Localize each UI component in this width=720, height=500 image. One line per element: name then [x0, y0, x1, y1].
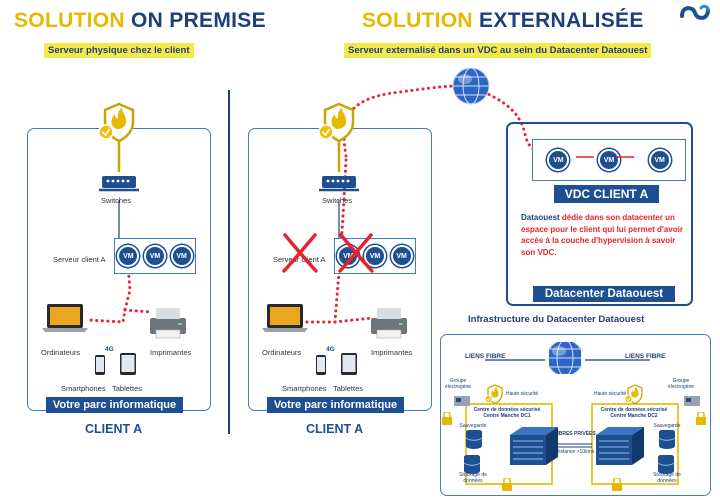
left-tablets-label: Tablettes [112, 384, 143, 393]
datacenter-panel [506, 122, 693, 306]
removed-server-cross-icon [282, 233, 318, 273]
fibre-right-label: LIENS FIBRE [625, 353, 666, 360]
left-parc-bar: Votre parc informatique [46, 397, 183, 413]
left-switches-label: Switches [101, 196, 132, 205]
middle-parc-bar: Votre parc informatique [267, 397, 404, 413]
vm-icon: VM [390, 245, 413, 267]
left-server-vm-box: VM VM VM [114, 238, 196, 274]
sauvegarde-left-label: Sauvegarde [459, 423, 487, 429]
middle-smartphones-label: Smartphones [282, 384, 327, 393]
left-client-label: CLIENT A [85, 422, 143, 436]
dataouest-logo-icon [680, 4, 710, 20]
backup-right-db-icon [658, 430, 676, 450]
vdc-vm-box: VM VM VM [532, 139, 686, 181]
left-server-label: Serveur client A [53, 255, 106, 264]
infrastructure-title: Infrastructure du Datacenter Dataouest [468, 314, 645, 325]
left-tablet-icon [120, 353, 136, 375]
generator-left-icon [454, 396, 470, 406]
left-laptop-icon [42, 304, 88, 332]
left-printers-label: Imprimantes [150, 348, 192, 357]
section-divider [228, 90, 230, 434]
dc2-label: Centre de données sécurisé Centre Manche… [600, 407, 668, 419]
vm-icon: VM [547, 149, 570, 171]
middle-server-vm-box: VM VM VM [334, 238, 416, 274]
vdc-client-bar: VDC CLIENT A [554, 185, 659, 203]
lock-icon [611, 478, 623, 492]
sauvegarde-right-label: Sauvegarde [653, 423, 681, 429]
middle-laptop-icon [262, 304, 308, 332]
middle-switches-label: Switches [322, 196, 353, 205]
middle-printer-icon [370, 307, 408, 339]
middle-server-label: Serveur client A [273, 255, 326, 264]
securite-right-label: Haute sécurité [593, 391, 627, 397]
infrastructure-panel [440, 334, 711, 496]
middle-4g-badge: 4G [326, 346, 335, 353]
left-4g-badge: 4G [105, 346, 114, 353]
middle-tablet-icon [341, 353, 357, 375]
left-security-shield-icon [99, 102, 135, 143]
middle-smartphone-icon [316, 355, 326, 375]
middle-security-shield-icon [319, 102, 355, 143]
securite-left-label: Haute sécurité [505, 391, 539, 397]
generator-right-icon [684, 396, 700, 406]
middle-computers-label: Ordinateurs [262, 348, 302, 357]
left-computers-label: Ordinateurs [41, 348, 81, 357]
dc1-label: Centre de données sécurisé Centre Manche… [473, 407, 541, 419]
fibre-left-label: LIENS FIBRE [465, 353, 506, 360]
lock-icon [695, 412, 707, 426]
stockage-right-label: Stockage de données [653, 472, 681, 484]
infra-globe-icon [549, 342, 581, 374]
removed-server-cross-icon [338, 233, 374, 273]
vm-icon: VM [597, 149, 620, 171]
datacenter-bar: Datacenter Dataouest [533, 286, 675, 302]
datacenter-description: Dataouest dédie dans son datacenter un e… [521, 213, 683, 257]
lock-icon [501, 478, 513, 492]
server-rack-right-icon [595, 426, 645, 466]
distance-label: Distance >10kms [555, 449, 595, 455]
vm-icon: VM [648, 149, 671, 171]
vm-icon: VM [170, 245, 193, 267]
left-printer-icon [149, 307, 187, 339]
left-switch-icon [97, 174, 141, 192]
lock-icon [441, 412, 453, 426]
vm-icon: VM [143, 245, 166, 267]
middle-client-label: CLIENT A [306, 422, 364, 436]
fibres-privees-label: FIBRES PRIVÉES [554, 431, 596, 437]
vm-icon: VM [117, 245, 140, 267]
left-subtitle: Serveur physique chez le client [44, 43, 194, 58]
internet-globe-icon [452, 67, 490, 105]
middle-switch-icon [317, 174, 361, 192]
left-smartphone-icon [95, 355, 105, 375]
left-smartphones-label: Smartphones [61, 384, 106, 393]
middle-tablets-label: Tablettes [333, 384, 364, 393]
left-title: SOLUTION ON PREMISE [14, 9, 266, 32]
right-title: SOLUTION EXTERNALISÉE [362, 9, 644, 32]
stockage-left-label: Stockage de données [459, 472, 487, 484]
groupe-left-label: Groupe électrogène [444, 378, 472, 390]
right-subtitle: Serveur externalisé dans un VDC au sein … [344, 43, 652, 58]
middle-printers-label: Imprimantes [371, 348, 413, 357]
vm-icon: VM [363, 245, 386, 267]
groupe-right-label: Groupe électrogène [667, 378, 695, 390]
backup-left-db-icon [465, 430, 483, 450]
